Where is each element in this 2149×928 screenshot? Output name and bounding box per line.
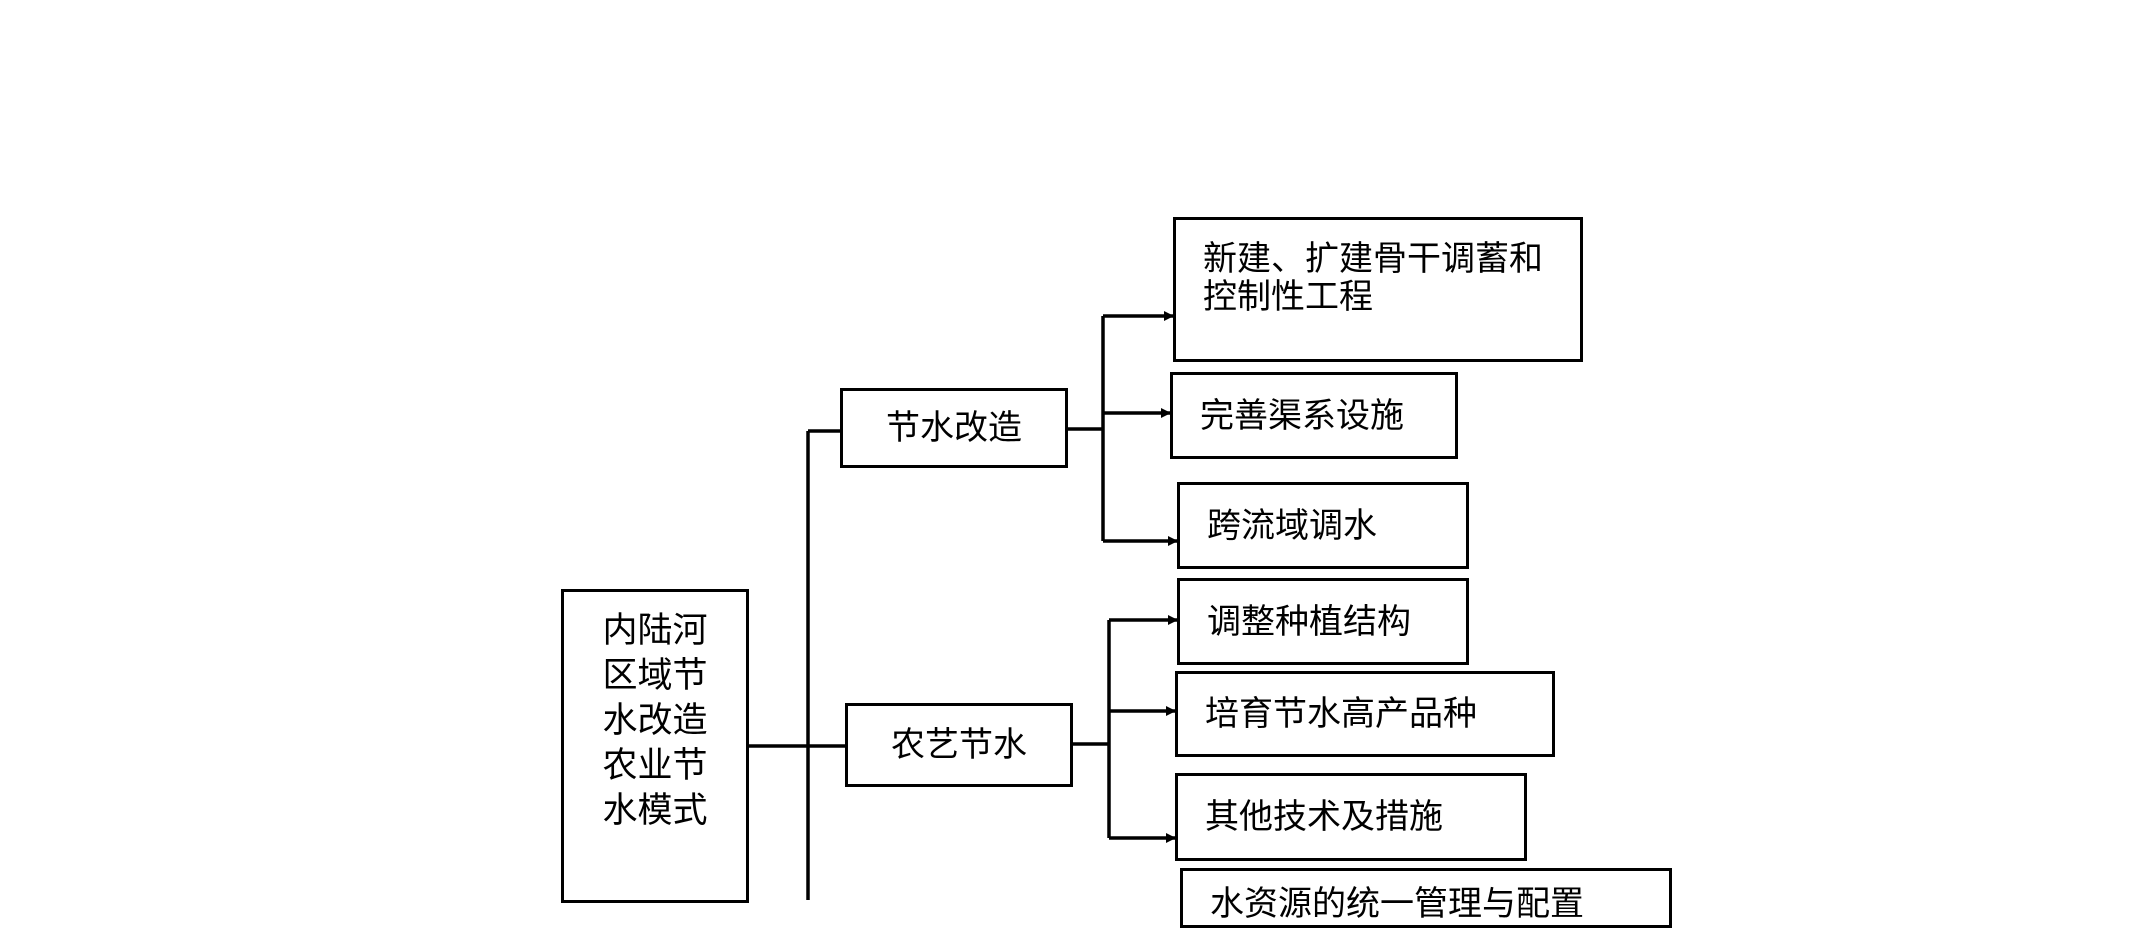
leaf-node-backbone-projects: 新建、扩建骨干调蓄和控制性工程 [1173,217,1583,362]
root-node: 内陆河区域节水改造农业节水模式 [561,589,749,903]
leaf-node-inter-basin-transfer: 跨流域调水 [1177,482,1469,569]
leaf-node-label: 完善渠系设施 [1200,395,1404,436]
leaf-node-label: 其他技术及措施 [1205,797,1443,837]
branch-node-water-saving-retrofit: 节水改造 [840,388,1068,468]
branch-node-label: 农艺节水 [891,725,1027,765]
root-node-label: 内陆河区域节水改造农业节水模式 [602,611,708,831]
leaf-node-other-measures: 其他技术及措施 [1175,773,1527,861]
branch-node-label: 节水改造 [886,408,1022,448]
leaf-node-label: 水资源的统一管理与配置 [1210,884,1584,924]
diagram-connectors [749,311,1178,900]
leaf-node-canal-facilities: 完善渠系设施 [1170,372,1458,459]
leaf-node-label: 调整种植结构 [1207,601,1411,642]
leaf-node-high-yield-varieties: 培育节水高产品种 [1175,671,1555,757]
leaf-node-label: 新建、扩建骨干调蓄和控制性工程 [1203,239,1543,317]
branch-node-agronomic-water-saving: 农艺节水 [845,703,1073,787]
leaf-node-label: 跨流域调水 [1207,505,1377,546]
leaf-node-unified-water-management: 水资源的统一管理与配置 [1180,868,1672,928]
leaf-node-planting-structure: 调整种植结构 [1177,578,1469,665]
leaf-node-label: 培育节水高产品种 [1205,694,1477,734]
